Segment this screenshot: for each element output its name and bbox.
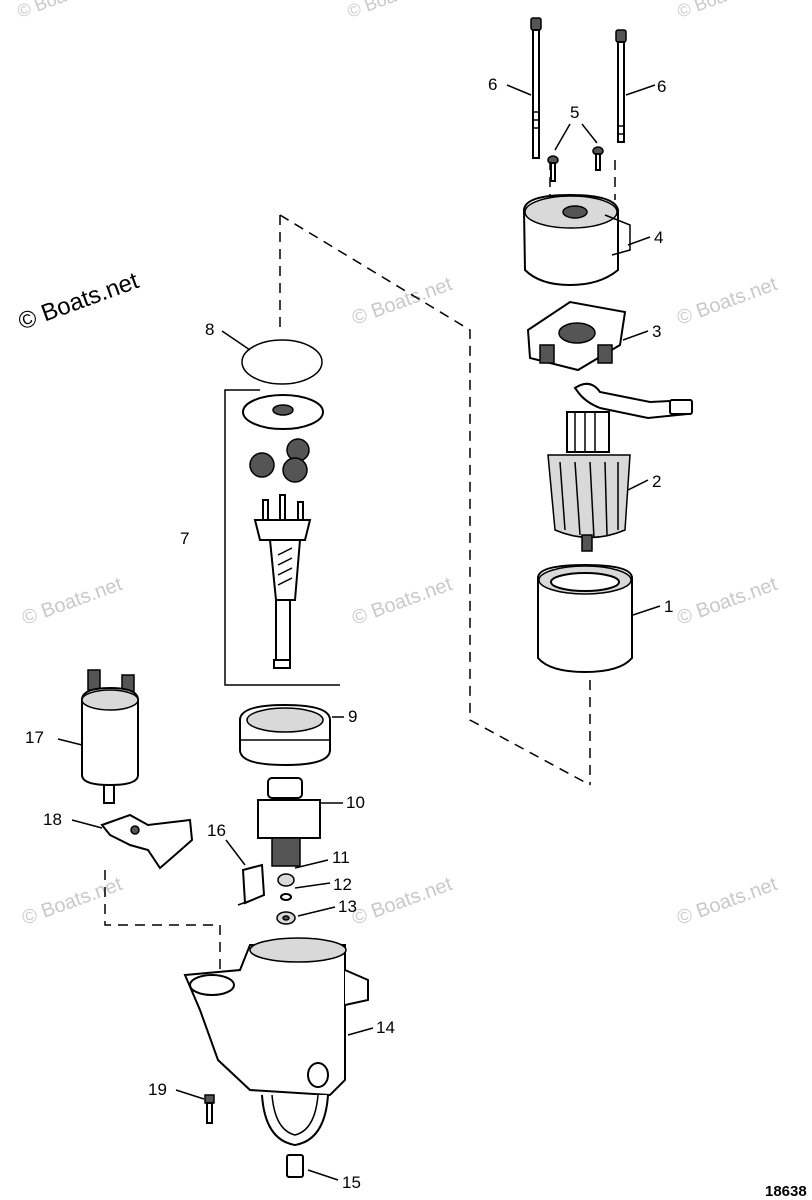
watermark-tile: © Boats.net — [675, 0, 770, 22]
watermark-tile: © Boats.net — [674, 873, 780, 930]
part-3-brush-plate — [526, 300, 693, 420]
watermark-tile: © Boats.net — [674, 273, 780, 330]
watermark-tile: © Boats.net — [19, 873, 125, 930]
callout-6-right: 6 — [657, 77, 666, 96]
part-4-end-cap — [522, 193, 631, 287]
leader-lines — [57, 84, 661, 1181]
part-5-screws — [547, 146, 604, 182]
callout-1: 1 — [664, 597, 673, 616]
part-1-frame-housing — [537, 563, 633, 674]
watermark-tile: © Boats.net — [349, 573, 455, 630]
callouts: 1 2 3 4 5 6 6 7 8 9 10 11 12 13 14 15 16… — [25, 75, 673, 1192]
watermark-tile: © Boats.net — [345, 0, 440, 22]
callout-4: 4 — [654, 228, 663, 247]
callout-17: 17 — [25, 728, 44, 747]
watermark-tile: © Boats.net — [674, 573, 780, 630]
part-18-lever — [100, 813, 194, 870]
part-14-drive-housing — [183, 937, 369, 1147]
callout-13: 13 — [338, 897, 357, 916]
part-17-solenoid — [81, 669, 139, 804]
part-8-o-ring — [241, 339, 323, 385]
watermark-tile: © Boats.net — [15, 0, 110, 22]
part-10-drive — [257, 777, 321, 867]
callout-14: 14 — [376, 1018, 395, 1037]
part-2-armature — [547, 411, 631, 552]
watermark-tile: © Boats.net — [19, 573, 125, 630]
callout-16: 16 — [207, 821, 226, 840]
part-15-bushing — [286, 1154, 304, 1178]
part-6-bolts — [530, 17, 627, 159]
watermark-tile: © Boats.net — [349, 273, 455, 330]
watermark-tile: © Boats.net — [349, 873, 455, 930]
callout-5: 5 — [570, 103, 579, 122]
callout-7: 7 — [180, 529, 189, 548]
callout-19: 19 — [148, 1080, 167, 1099]
callout-15: 15 — [342, 1173, 361, 1192]
callout-8: 8 — [205, 320, 214, 339]
callout-6-left: 6 — [488, 75, 497, 94]
part-11-13-washers — [276, 873, 296, 925]
callout-10: 10 — [346, 793, 365, 812]
watermark-tiles: © Boats.net © Boats.net © Boats.net © Bo… — [15, 0, 781, 930]
watermark-main: © Boats.net — [15, 267, 143, 335]
callout-11: 11 — [332, 848, 350, 867]
drawing-number: 18638 — [765, 1183, 807, 1200]
assembly-lines — [104, 160, 616, 975]
callout-2: 2 — [652, 472, 661, 491]
part-19-screw — [204, 1094, 215, 1124]
callout-12: 12 — [333, 875, 352, 894]
callout-3: 3 — [652, 322, 661, 341]
part-16-bracket — [237, 863, 266, 906]
callout-9: 9 — [348, 707, 357, 726]
part-9-ring-gear — [239, 703, 331, 767]
callout-18: 18 — [43, 810, 62, 829]
part-7-gear-assembly — [224, 389, 340, 686]
